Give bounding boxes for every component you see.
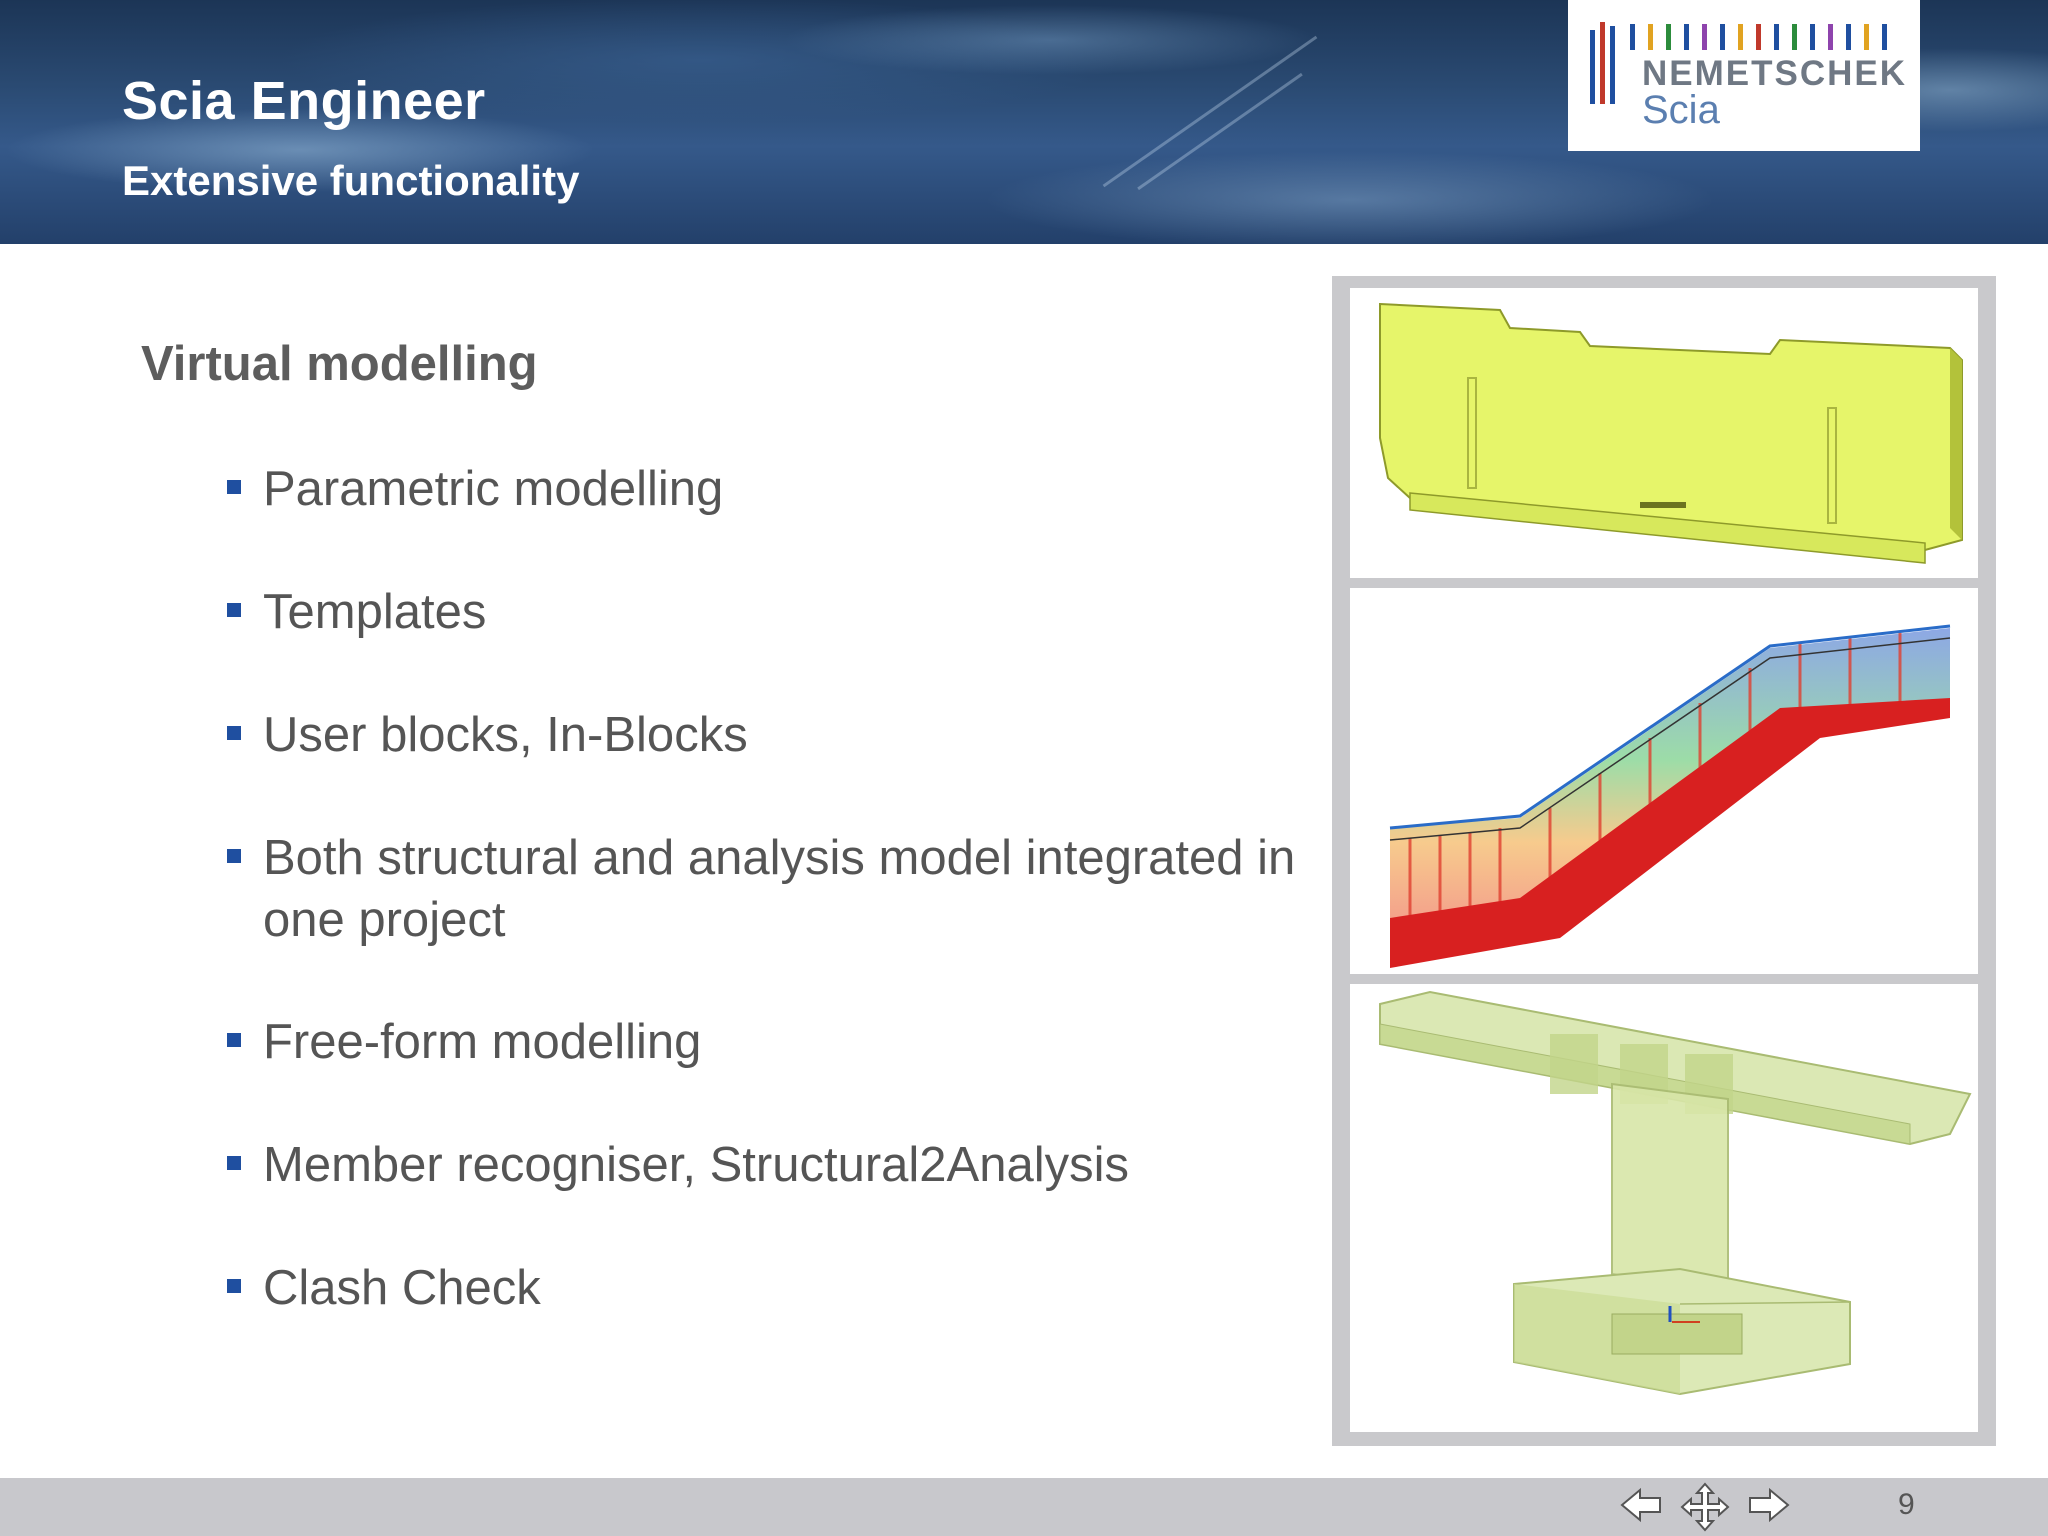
- bullet-marker-icon: [227, 1033, 241, 1047]
- move-icon[interactable]: [1680, 1482, 1730, 1532]
- arrow-right-icon[interactable]: [1746, 1482, 1792, 1528]
- beam-model-image: [1379, 302, 1963, 564]
- bullet-text: Member recogniser, Structural2Analysis: [263, 1138, 1130, 1192]
- bullet-marker-icon: [227, 849, 241, 863]
- slide-title: Scia Engineer: [122, 71, 486, 131]
- bullet-text: Clash Check: [263, 1261, 541, 1315]
- image-frame: [1332, 276, 1996, 1446]
- stair-model-image: [1389, 624, 1951, 968]
- logo-wordmark: NEMETSCHEK: [1642, 54, 1908, 93]
- bullet-text: Templates: [263, 585, 487, 639]
- header-banner: Scia Engineer Extensive functionality: [0, 0, 2048, 244]
- section-heading: Virtual modelling: [141, 337, 538, 391]
- bullet-marker-icon: [227, 603, 241, 617]
- logo-subword: Scia: [1642, 88, 1720, 132]
- pier-model-image: [1379, 990, 1972, 1396]
- bullet-marker-icon: [227, 726, 241, 740]
- bullet-text: Free-form modelling: [263, 1015, 702, 1069]
- slide-subtitle: Extensive functionality: [122, 157, 580, 204]
- arrow-left-icon[interactable]: [1618, 1482, 1664, 1528]
- bullet-text: Both structural and analysis model integ…: [263, 831, 1296, 947]
- bullet-text: User blocks, In-Blocks: [263, 708, 748, 762]
- logo-bars-icon: [1590, 22, 1887, 104]
- bullet-marker-icon: [227, 1279, 241, 1293]
- image-panel-pier: [1350, 984, 1978, 1432]
- nemetschek-logo: NEMETSCHEK Scia: [1568, 0, 1920, 151]
- page-number: 9: [1898, 1488, 1915, 1521]
- image-panel-beam: [1350, 288, 1978, 578]
- footer-bar: [0, 1478, 2048, 1536]
- bullet-marker-icon: [227, 1156, 241, 1170]
- image-panel-stair: [1350, 588, 1978, 974]
- bullet-marker-icon: [227, 480, 241, 494]
- bullet-text: Parametric modelling: [263, 462, 724, 516]
